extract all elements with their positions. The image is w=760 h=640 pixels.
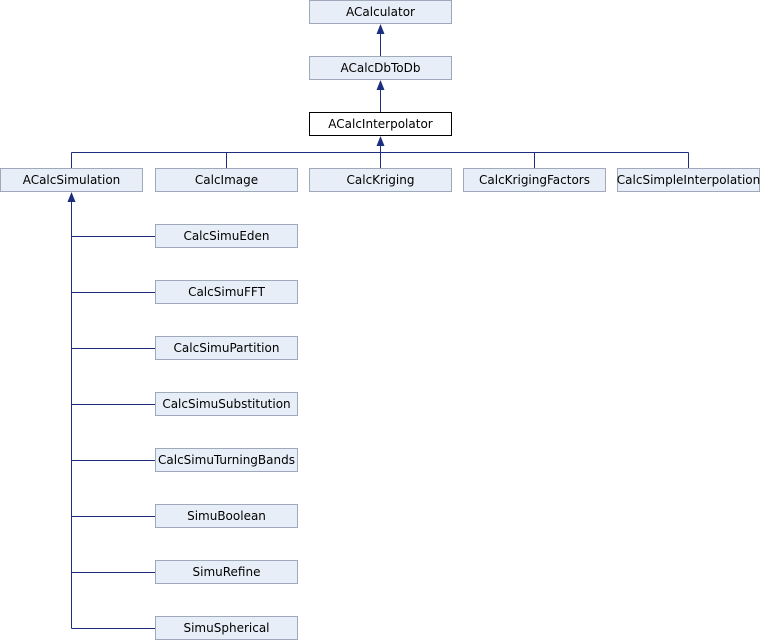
node-calcsimupartition[interactable]: CalcSimuPartition [155,336,298,360]
node-calcsimueden-label: CalcSimuEden [183,229,270,243]
node-calcsimufft[interactable]: CalcSimuFFT [155,280,298,304]
node-calcsimusubstitution-label: CalcSimuSubstitution [162,397,291,411]
node-simuboolean[interactable]: SimuBoolean [155,504,298,528]
node-acalcdbtodb-label: ACalcDbToDb [340,61,421,75]
node-calcsimueden[interactable]: CalcSimuEden [155,224,298,248]
node-acalcdbtodb[interactable]: ACalcDbToDb [309,56,452,80]
arrow-to-acalculator [376,24,385,34]
arrow-to-acalcinterpolator [376,136,385,146]
node-calcsimuturningbands-label: CalcSimuTurningBands [158,453,295,467]
node-calckrigingfactors[interactable]: CalcKrigingFactors [463,168,606,192]
node-calcimage-label: CalcImage [194,173,259,187]
node-acalcinterpolator: ACalcInterpolator [309,112,452,136]
node-calcsimufft-label: CalcSimuFFT [188,285,265,299]
node-acalculator[interactable]: ACalculator [309,0,452,24]
node-acalcsimulation[interactable]: ACalcSimulation [0,168,143,192]
node-simuspherical[interactable]: SimuSpherical [155,616,298,640]
node-calckrigingfactors-label: CalcKrigingFactors [479,173,590,187]
node-calcimage[interactable]: CalcImage [155,168,298,192]
node-calcsimupartition-label: CalcSimuPartition [173,341,280,355]
node-calcsimusubstitution[interactable]: CalcSimuSubstitution [155,392,298,416]
node-acalculator-label: ACalculator [346,5,415,19]
node-simurefine-label: SimuRefine [192,565,261,579]
arrow-to-acalcsimulation [67,192,76,202]
arrow-to-acalcdbtodb [376,80,385,90]
node-calcsimpleinterpolation-label: CalcSimpleInterpolation [616,173,760,187]
node-acalcinterpolator-label: ACalcInterpolator [328,117,433,131]
node-simuboolean-label: SimuBoolean [187,509,266,523]
node-calcsimuturningbands[interactable]: CalcSimuTurningBands [155,448,298,472]
node-acalcsimulation-label: ACalcSimulation [22,173,121,187]
node-simurefine[interactable]: SimuRefine [155,560,298,584]
node-calckriging[interactable]: CalcKriging [309,168,452,192]
node-calckriging-label: CalcKriging [346,173,415,187]
node-simuspherical-label: SimuSpherical [183,621,270,635]
node-calcsimpleinterpolation[interactable]: CalcSimpleInterpolation [617,168,760,192]
